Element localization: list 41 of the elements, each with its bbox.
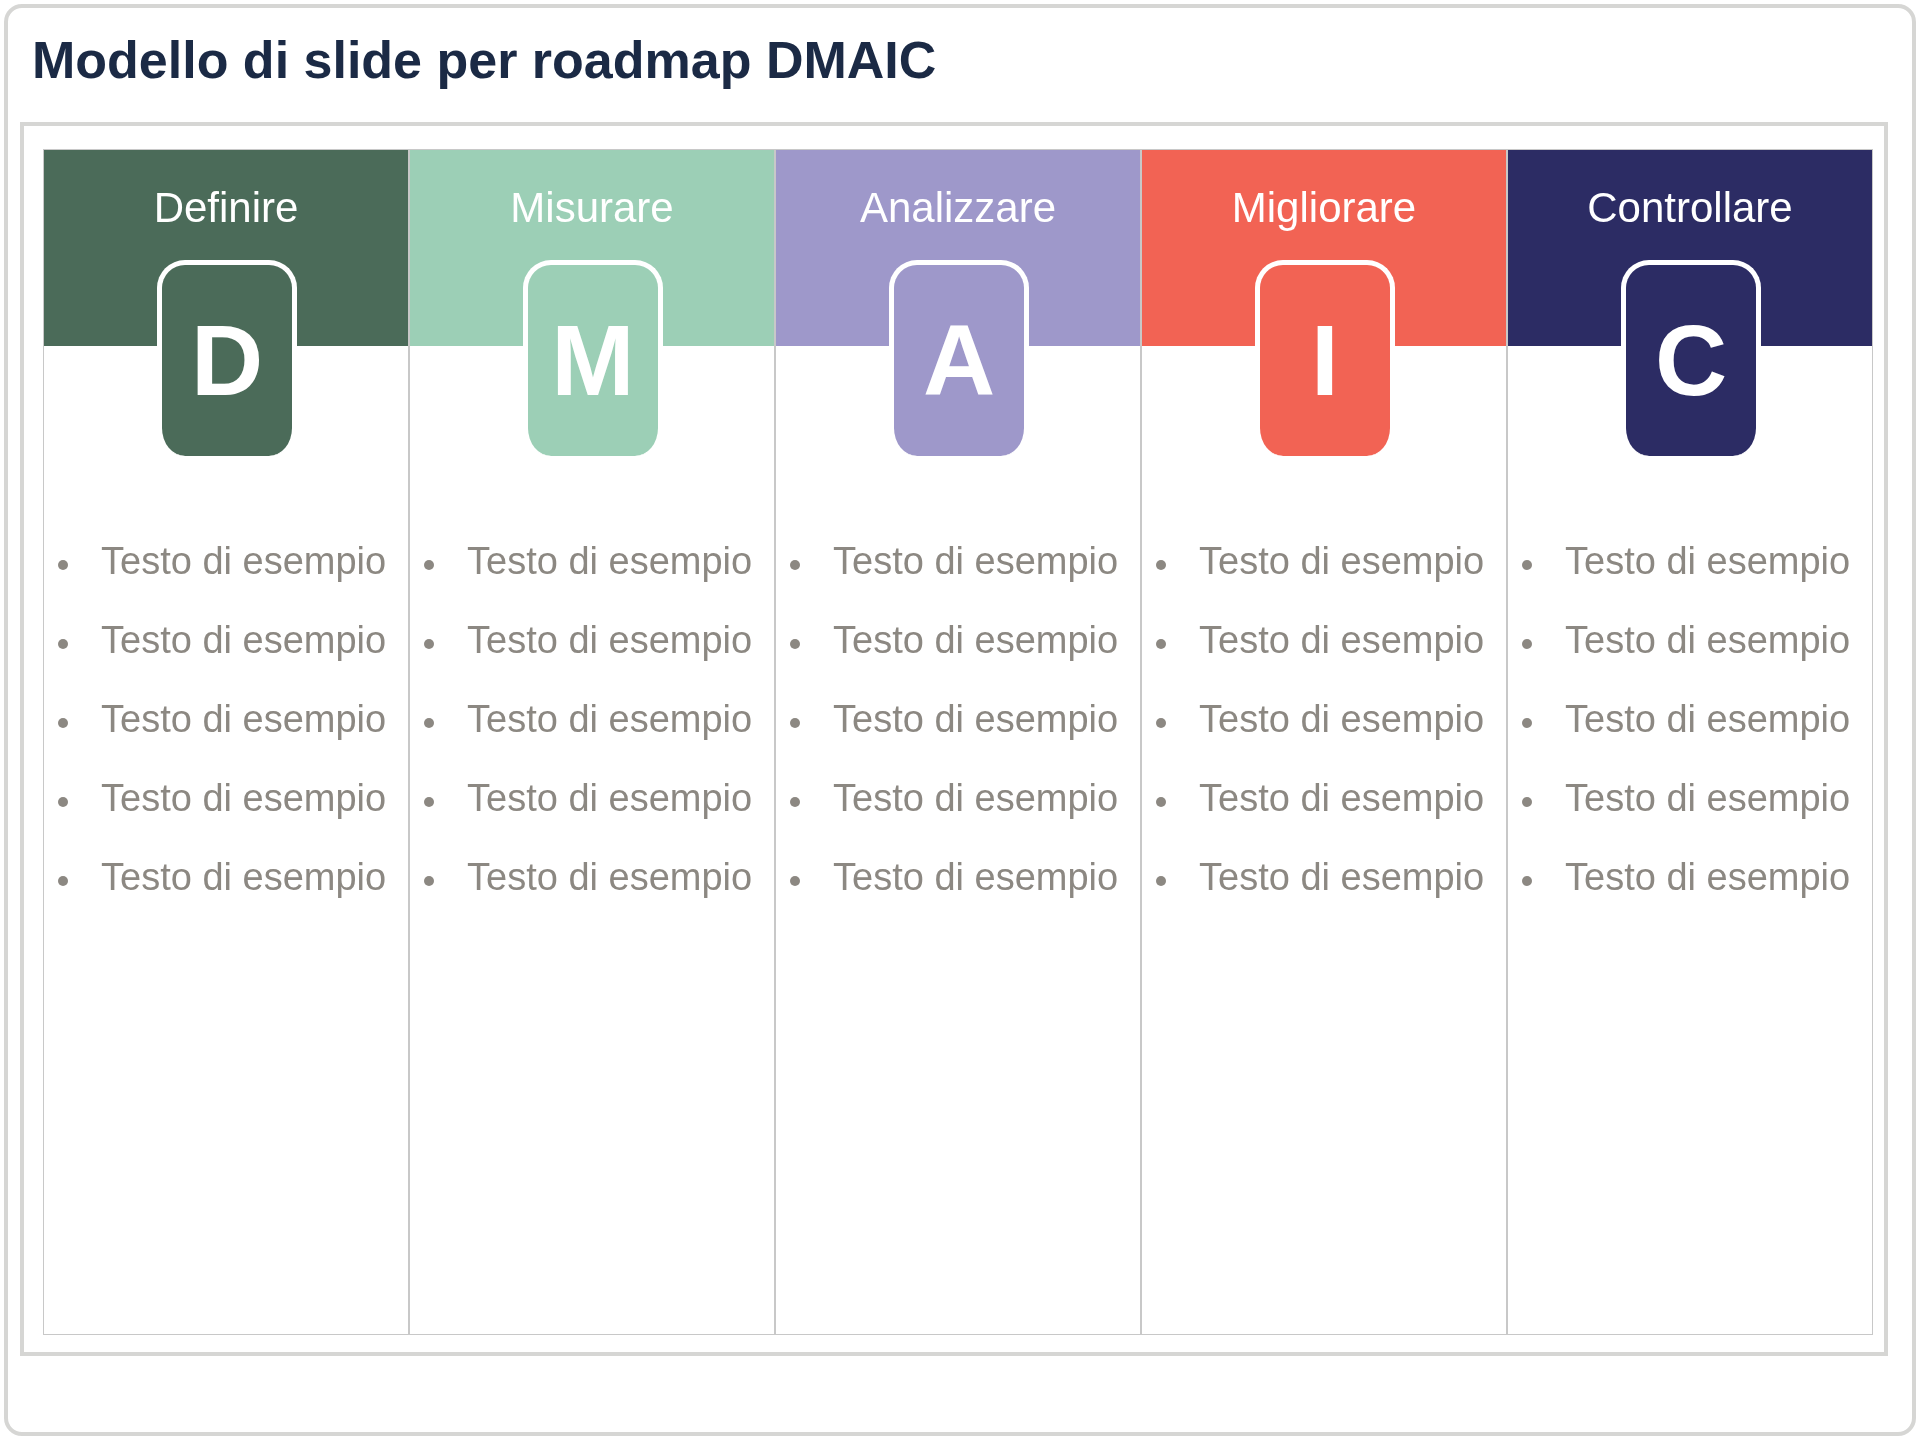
bullet-text: Testo di esempio <box>467 540 753 583</box>
bullet-text: Testo di esempio <box>1565 698 1851 741</box>
bullet-text: Testo di esempio <box>467 619 753 662</box>
bullet-text: Testo di esempio <box>1199 856 1485 899</box>
letter-badge: C <box>1621 260 1761 456</box>
slide-title: Modello di slide per roadmap DMAIC <box>32 30 937 90</box>
column-panel <box>43 149 409 1335</box>
bullet-text: Testo di esempio <box>1565 619 1851 662</box>
bullet-text: Testo di esempio <box>1565 540 1851 583</box>
bullet-text: Testo di esempio <box>1565 856 1851 899</box>
bullet-text: Testo di esempio <box>833 619 1119 662</box>
column-heading: Migliorare <box>1230 184 1418 232</box>
letter-badge: A <box>889 260 1029 456</box>
bullet-text: Testo di esempio <box>101 540 387 583</box>
column-panel <box>409 149 775 1335</box>
column-panel <box>1507 149 1873 1335</box>
letter-badge: D <box>157 260 297 456</box>
bullet-text: Testo di esempio <box>1565 777 1851 820</box>
bullet-text: Testo di esempio <box>467 777 753 820</box>
column-heading: Misurare <box>509 184 675 232</box>
bullet-text: Testo di esempio <box>833 698 1119 741</box>
bullet-text: Testo di esempio <box>1199 698 1485 741</box>
bullet-text: Testo di esempio <box>101 619 387 662</box>
column-panel <box>775 149 1141 1335</box>
bullet-text: Testo di esempio <box>467 856 753 899</box>
bullet-text: Testo di esempio <box>101 698 387 741</box>
letter-badge: M <box>523 260 663 456</box>
bullet-text: Testo di esempio <box>833 540 1119 583</box>
letter-badge: I <box>1255 260 1395 456</box>
bullet-text: Testo di esempio <box>1199 619 1485 662</box>
bullet-text: Testo di esempio <box>101 777 387 820</box>
bullet-text: Testo di esempio <box>467 698 753 741</box>
column-panel <box>1141 149 1507 1335</box>
column-heading: Definire <box>152 184 300 232</box>
column-heading: Controllare <box>1586 184 1794 232</box>
bullet-text: Testo di esempio <box>833 856 1119 899</box>
column-heading: Analizzare <box>858 184 1058 232</box>
bullet-text: Testo di esempio <box>1199 540 1485 583</box>
bullet-text: Testo di esempio <box>101 856 387 899</box>
bullet-text: Testo di esempio <box>1199 777 1485 820</box>
bullet-text: Testo di esempio <box>833 777 1119 820</box>
